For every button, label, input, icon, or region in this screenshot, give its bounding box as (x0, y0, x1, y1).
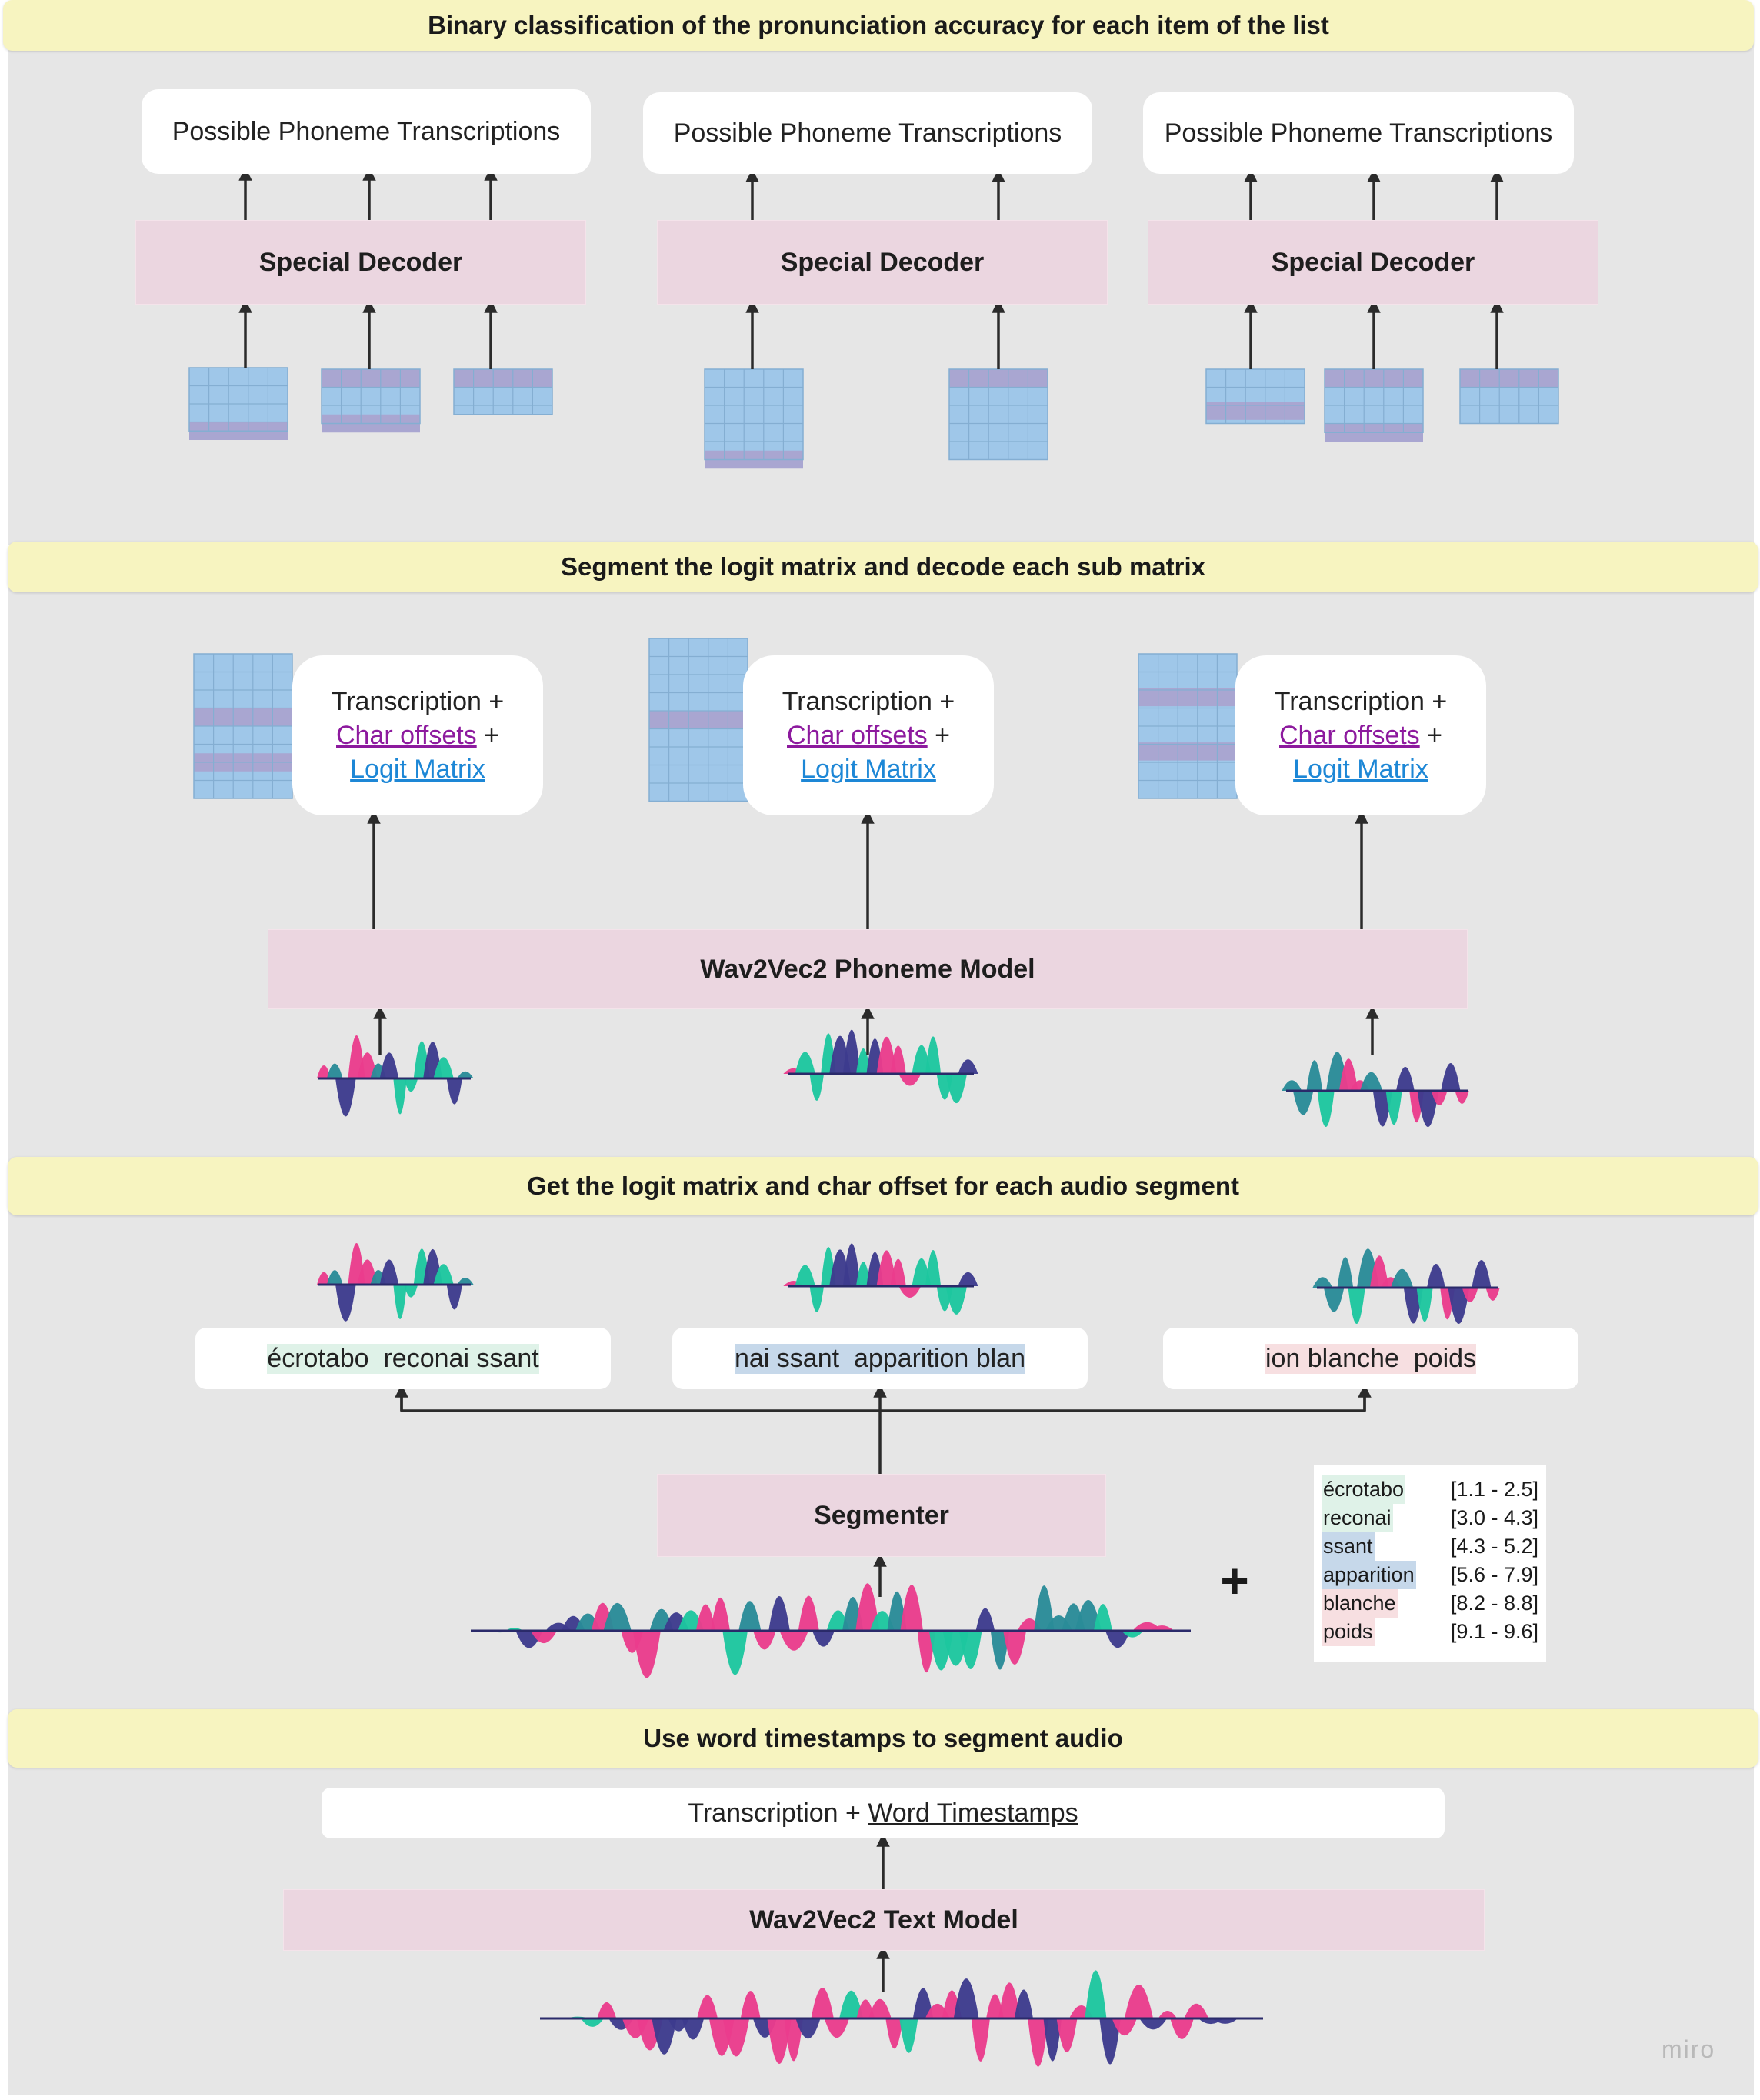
miro-watermark: miro (1662, 2035, 1716, 2063)
timestamp-row: écrotabo [1.1 - 2.5] (1322, 1475, 1538, 1504)
audio-waveform (1312, 1248, 1500, 1325)
timestamp-word: reconai (1322, 1504, 1393, 1532)
segment-text-box-3: ion blanche poids (1163, 1328, 1578, 1389)
special-decoder-3: Special Decoder (1148, 220, 1598, 305)
timestamp-row: blanche [8.2 - 8.8] (1322, 1589, 1538, 1618)
timestamp-range: [9.1 - 9.6] (1450, 1620, 1538, 1643)
logit-matrix-line: Logit Matrix (1293, 752, 1428, 786)
logit-matrix (1138, 653, 1238, 799)
transcription-line: Transcription + (331, 687, 505, 716)
timestamp-range: [3.0 - 4.3] (1450, 1506, 1538, 1529)
wav2vec2-text-model: Wav2Vec2 Text Model (283, 1889, 1485, 1951)
timestamp-word: apparition (1322, 1561, 1416, 1589)
logit-matrix (948, 368, 1048, 461)
audio-waveform (540, 1970, 1263, 2067)
plus-text: + (927, 721, 950, 750)
transcription-offsets-card-3: Transcription + Char offsets + Logit Mat… (1235, 655, 1486, 815)
char-offsets-line: Char offsets + (336, 718, 499, 752)
timestamp-row: poids [9.1 - 9.6] (1322, 1618, 1538, 1646)
logit-matrix (704, 368, 804, 469)
logit-matrix (1459, 368, 1559, 425)
phoneme-transcriptions-card-3: Possible Phoneme Transcriptions (1143, 92, 1574, 174)
logit-matrix-link[interactable]: Logit Matrix (350, 755, 485, 784)
timestamp-word: blanche (1322, 1589, 1398, 1618)
flow-arrows (238, 167, 1504, 1992)
audio-waveform (1282, 1052, 1469, 1128)
logit-matrix (188, 367, 288, 440)
logit-matrix-line: Logit Matrix (801, 752, 936, 786)
band-logit-offsets: Get the logit matrix and char offset for… (8, 1157, 1758, 1215)
timestamp-range: [1.1 - 2.5] (1450, 1478, 1538, 1501)
special-decoder-2: Special Decoder (657, 220, 1108, 305)
logit-matrix (193, 653, 293, 799)
logit-matrices (188, 367, 1559, 802)
audio-waveform (316, 1035, 474, 1117)
timestamp-word: poids (1322, 1618, 1375, 1646)
logit-matrix-line: Logit Matrix (350, 752, 485, 786)
logit-matrix (648, 638, 748, 802)
timestamp-row: reconai [3.0 - 4.3] (1322, 1504, 1538, 1532)
timestamp-range: [8.2 - 8.8] (1450, 1592, 1538, 1615)
wav2vec2-phoneme-model: Wav2Vec2 Phoneme Model (268, 929, 1468, 1009)
phoneme-transcriptions-card-2: Possible Phoneme Transcriptions (643, 92, 1092, 174)
band-classification: Binary classification of the pronunciati… (3, 0, 1754, 51)
char-offsets-line: Char offsets + (787, 718, 950, 752)
logit-matrix (1205, 368, 1305, 425)
timestamp-word: ssant (1322, 1532, 1375, 1561)
segment-text-2: nai ssant apparition blan (734, 1343, 1026, 1374)
phoneme-transcriptions-card-1: Possible Phoneme Transcriptions (142, 89, 591, 174)
special-decoder-1: Special Decoder (135, 220, 586, 305)
plus-text: + (1419, 721, 1442, 750)
audio-waveform (316, 1242, 474, 1322)
transcription-word-timestamps-box: Transcription + Word Timestamps (322, 1788, 1445, 1838)
transcription-offsets-card-1: Transcription + Char offsets + Logit Mat… (292, 655, 543, 815)
timestamp-word: écrotabo (1322, 1475, 1406, 1504)
transcription-line: Transcription + (1274, 687, 1448, 716)
char-offsets-line: Char offsets + (1279, 718, 1442, 752)
transcription-offsets-card-2: Transcription + Char offsets + Logit Mat… (743, 655, 994, 815)
char-offsets-link[interactable]: Char offsets (336, 721, 477, 750)
char-offsets-link[interactable]: Char offsets (1279, 721, 1420, 750)
word-timestamps-link[interactable]: Word Timestamps (868, 1798, 1078, 1828)
segment-text-box-2: nai ssant apparition blan (672, 1328, 1088, 1389)
timestamp-range: [4.3 - 5.2] (1450, 1535, 1538, 1558)
plus-sign: + (1220, 1553, 1249, 1608)
audio-waveform (783, 1243, 978, 1315)
flow-line (400, 1389, 1366, 1412)
segmenter: Segmenter (657, 1474, 1106, 1557)
logit-matrix-link[interactable]: Logit Matrix (801, 755, 936, 784)
transcription-line: Transcription + (782, 687, 955, 716)
audio-waveforms (316, 1029, 1500, 2067)
band-segment-logits: Segment the logit matrix and decode each… (8, 542, 1758, 592)
timestamp-range: [5.6 - 7.9] (1450, 1563, 1538, 1586)
segment-text-box-1: écrotabo reconai ssant (195, 1328, 611, 1389)
logit-matrix (453, 368, 553, 415)
timestamp-row: ssant [4.3 - 5.2] (1322, 1532, 1538, 1561)
transcription-text: Transcription + (688, 1798, 868, 1828)
segment-text-3: ion blanche poids (1265, 1343, 1477, 1374)
logit-matrix-link[interactable]: Logit Matrix (1293, 755, 1428, 784)
audio-waveform (783, 1029, 978, 1104)
audio-waveform (471, 1583, 1191, 1678)
word-timestamps-table: écrotabo [1.1 - 2.5] reconai [3.0 - 4.3] ssa… (1314, 1465, 1546, 1662)
segment-text-1: écrotabo reconai ssant (267, 1343, 539, 1374)
timestamp-row: apparition [5.6 - 7.9] (1322, 1561, 1538, 1589)
plus-text: + (476, 721, 499, 750)
logit-matrix (321, 368, 421, 433)
band-word-timestamps: Use word timestamps to segment audio (8, 1709, 1758, 1768)
char-offsets-link[interactable]: Char offsets (787, 721, 928, 750)
logit-matrix (1324, 368, 1424, 442)
